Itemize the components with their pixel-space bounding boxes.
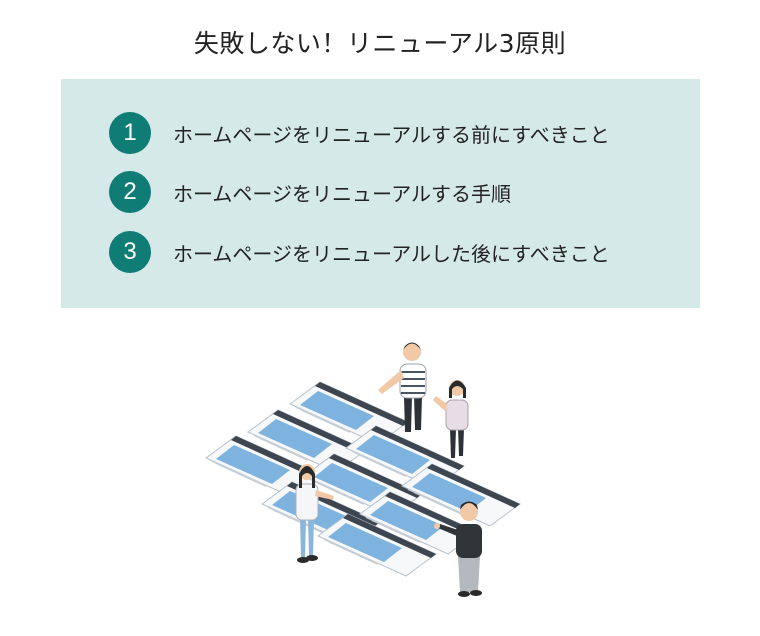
principle-item-3: 3 ホームページをリニューアルした後にすべきこと <box>109 231 610 273</box>
person-dark-jacket <box>434 501 482 597</box>
number-badge: 3 <box>109 231 151 273</box>
principles-panel: 1 ホームページをリニューアルする前にすべきこと 2 ホームページをリニューアル… <box>61 79 700 308</box>
principle-item-1: 1 ホームページをリニューアルする前にすべきこと <box>109 112 610 154</box>
number-badge: 1 <box>109 112 151 154</box>
person-blue-dress <box>295 464 334 563</box>
page-title: 失敗しない！リニューアル3原則 <box>193 29 567 58</box>
team-reviewing-website-wireframes-illustration <box>205 342 521 597</box>
person-striped-shirt <box>378 342 427 432</box>
number-badge: 2 <box>109 171 151 213</box>
principle-label: ホームページをリニューアルする手順 <box>173 181 511 206</box>
principle-label: ホームページをリニューアルした後にすべきこと <box>173 241 610 266</box>
principle-item-2: 2 ホームページをリニューアルする手順 <box>109 171 511 213</box>
person-light-top <box>433 380 469 458</box>
principle-label: ホームページをリニューアルする前にすべきこと <box>173 122 610 147</box>
